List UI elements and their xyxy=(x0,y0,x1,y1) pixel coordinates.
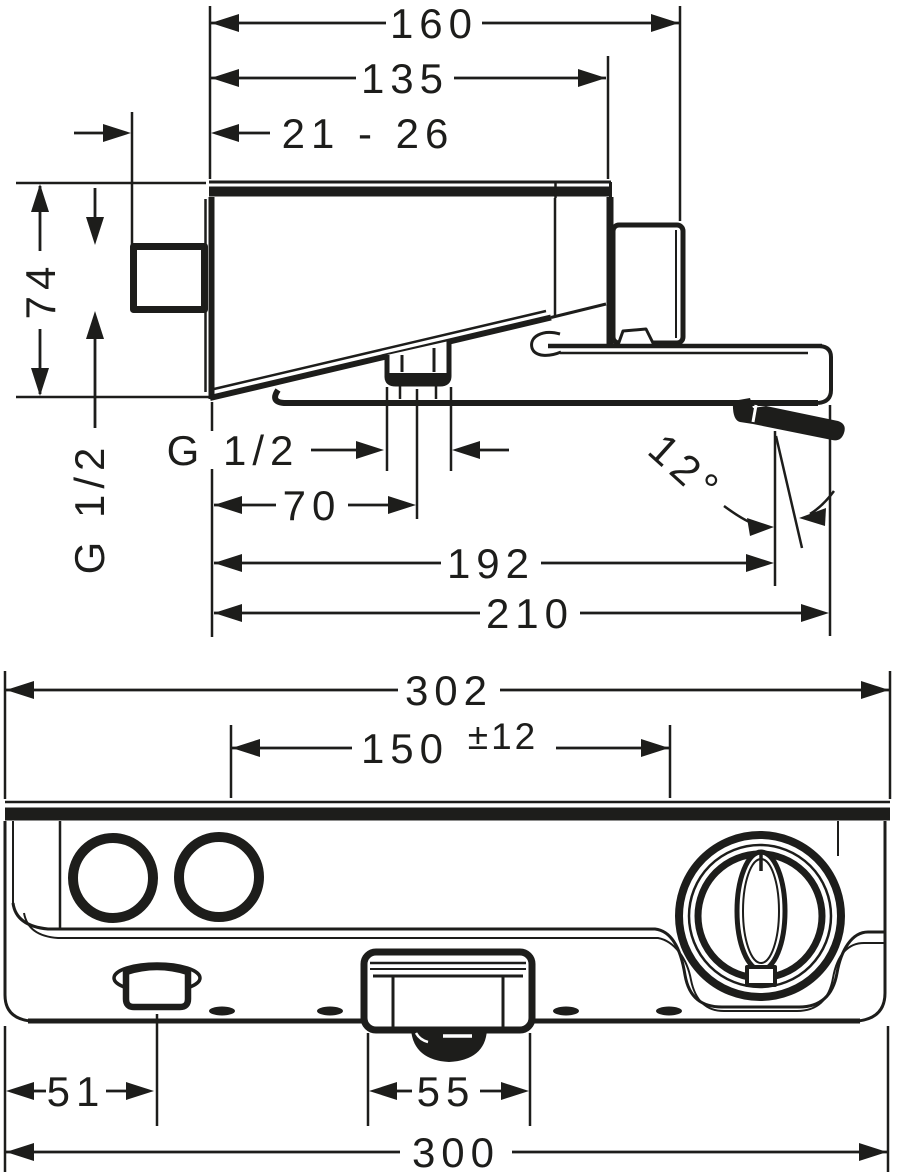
dim-label-74: 74 xyxy=(17,261,64,320)
inlet-connector xyxy=(130,243,208,313)
arrowhead-right-icon xyxy=(103,124,131,142)
dim-label-tolerance: ±12 xyxy=(468,716,538,757)
dim-spout-width-55: 55 xyxy=(369,1068,529,1115)
arrowhead-left-icon xyxy=(799,508,826,526)
dim-label-55: 55 xyxy=(417,1068,476,1115)
dim-connection-spacing-150: 150 ±12 xyxy=(232,716,669,772)
dim-label-12deg: 12° xyxy=(640,424,732,513)
dim-spout-angle-12: 12° xyxy=(640,424,836,549)
dim-height-74: 74 xyxy=(17,184,64,396)
arrowhead-left-icon xyxy=(369,1082,397,1100)
dot-icon xyxy=(209,1006,235,1016)
arrowhead-left-icon xyxy=(211,124,239,142)
spout-front xyxy=(360,948,536,1062)
dim-outlet-offset-70: 70 xyxy=(214,482,416,529)
front-extension-lines xyxy=(3,671,892,1172)
bottom-outlet-nut xyxy=(384,341,452,399)
arrowhead-left-icon xyxy=(6,1082,34,1100)
dim-outlet-thread: G 1/2 xyxy=(167,427,509,474)
dim-spout-reach-192: 192 xyxy=(214,540,774,587)
dot-icon xyxy=(553,1006,579,1016)
dim-label-300: 300 xyxy=(412,1129,500,1176)
arrowhead-right-icon xyxy=(356,441,384,459)
select-button xyxy=(112,962,202,1011)
arrowhead-right-icon xyxy=(578,69,606,87)
arrowhead-right-icon xyxy=(126,1082,154,1100)
arrowhead-left-icon xyxy=(214,554,242,572)
dim-label-outlet-thread: G 1/2 xyxy=(167,427,300,474)
dim-label-192: 192 xyxy=(447,540,535,587)
arrowhead-left-icon xyxy=(211,69,239,87)
dim-total-width-302: 302 xyxy=(6,667,889,714)
dim-label-302: 302 xyxy=(405,667,493,714)
dim-button-offset-51: 51 xyxy=(6,1068,154,1115)
dim-width-160: 160 xyxy=(211,0,679,47)
arrowhead-left-icon xyxy=(6,1143,34,1161)
side-view: 160 135 21 - 26 74 G xyxy=(16,0,845,637)
shelf-front-edge xyxy=(11,902,885,1012)
front-view: 302 150 ±12 xyxy=(3,667,892,1176)
dot-icon xyxy=(656,1006,682,1016)
arrowhead-down-icon xyxy=(31,368,49,396)
dim-body-width-300: 300 xyxy=(6,1129,887,1176)
arrowhead-right-icon xyxy=(746,554,774,572)
dim-total-depth-210: 210 xyxy=(214,590,829,637)
function-button-left xyxy=(68,833,158,923)
arrowhead-right-icon xyxy=(747,518,774,536)
arrowhead-left-icon xyxy=(214,496,242,514)
body-outline xyxy=(204,197,614,401)
dim-width-135: 135 xyxy=(211,55,606,102)
arrowhead-left-icon xyxy=(232,739,260,757)
dim-label-135: 135 xyxy=(361,55,449,102)
dot-icon xyxy=(317,1006,343,1016)
dim-inlet-thread: G 1/2 xyxy=(66,188,113,574)
shelf xyxy=(272,331,833,406)
dim-label-21-26: 21 - 26 xyxy=(282,110,455,157)
dim-label-70: 70 xyxy=(283,482,342,529)
arrowhead-left-icon xyxy=(452,441,480,459)
right-edge xyxy=(857,821,887,1023)
arrowhead-up-icon xyxy=(31,184,49,212)
temperature-knob xyxy=(675,831,845,1001)
spout-outlet xyxy=(411,1030,487,1062)
handle xyxy=(610,222,686,346)
arrowhead-right-icon xyxy=(859,1143,887,1161)
dim-label-51: 51 xyxy=(47,1068,106,1115)
left-edge xyxy=(3,821,31,1023)
knob-notch xyxy=(745,965,777,987)
arrowhead-right-icon xyxy=(641,739,669,757)
arrowhead-up-icon xyxy=(86,311,104,339)
dim-label-150: 150 xyxy=(361,725,449,772)
arrowhead-down-icon xyxy=(86,217,104,245)
arrowhead-left-icon xyxy=(214,604,242,622)
arrowhead-right-icon xyxy=(801,604,829,622)
mixer-side-outline xyxy=(130,180,845,441)
arrowhead-right-icon xyxy=(501,1082,529,1100)
side-extension-lines xyxy=(16,6,832,637)
wall-plate xyxy=(209,180,612,198)
arrowhead-right-icon xyxy=(861,681,889,699)
arrowhead-left-icon xyxy=(211,14,239,32)
arrowhead-right-icon xyxy=(388,496,416,514)
arrowhead-left-icon xyxy=(6,681,34,699)
mixer-front-outline xyxy=(3,800,890,1062)
dim-label-160: 160 xyxy=(390,0,478,47)
mounting-dots xyxy=(209,1006,682,1016)
function-button-right xyxy=(174,832,264,922)
dim-label-inlet-thread: G 1/2 xyxy=(66,442,113,575)
dim-label-210: 210 xyxy=(486,590,574,637)
spout-side xyxy=(732,398,845,441)
arrowhead-right-icon xyxy=(651,14,679,32)
dim-wall-clearance: 21 - 26 xyxy=(74,110,455,157)
